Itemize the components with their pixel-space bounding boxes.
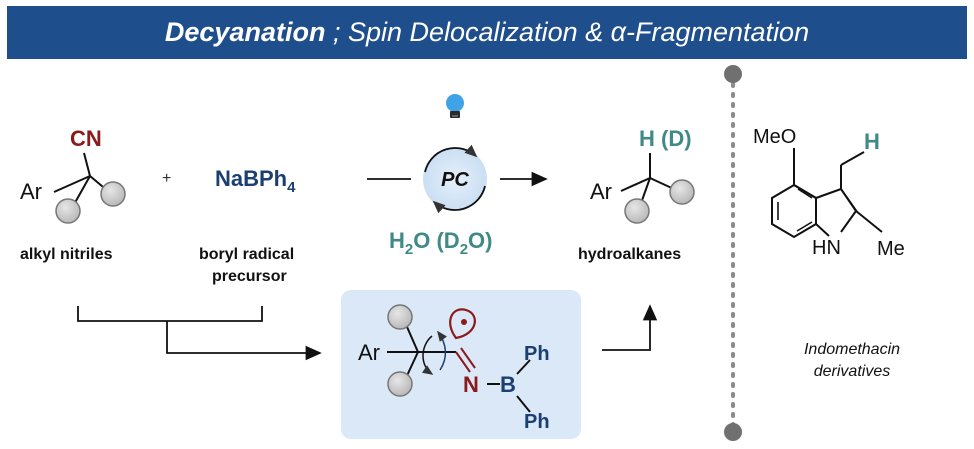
plus-sign: +	[162, 170, 171, 187]
label-alkyl-nitriles: alkyl nitriles	[20, 246, 113, 263]
phenyl-label-bottom: Ph	[524, 411, 550, 433]
solvent-d-subscript: 2	[460, 241, 468, 258]
label-hydroalkanes: hydroalkanes	[578, 246, 681, 263]
cn-group-label: CN	[70, 126, 102, 151]
hydroalkane-structure: H (D) Ar	[590, 126, 695, 224]
substituent-ball	[624, 198, 650, 224]
solvent-label: H2O (D2O)	[389, 228, 492, 258]
methyl-label: Me	[877, 238, 905, 260]
catalytic-cycle-arrow-upper	[424, 144, 478, 173]
label-precursor: precursor	[212, 268, 287, 285]
title-rest: ; Spin Delocalization & α-Fragmentation	[332, 17, 810, 47]
indomethacin-structure: MeO H HN Me	[753, 126, 905, 260]
boron-label: B	[500, 372, 516, 397]
bracket-to-intermediate-arrow	[166, 321, 322, 361]
intermediate-to-product-arrow	[602, 304, 658, 351]
imidoyl-radical-intermediate: Ar N B Ph Ph	[358, 304, 550, 433]
reagent-subscript: 4	[287, 179, 296, 196]
catalytic-cycle-arrow-lower	[432, 185, 486, 214]
phenyl-label-top: Ph	[524, 343, 550, 365]
solvent-o: O (D	[413, 228, 459, 253]
reactant-bracket	[77, 306, 263, 322]
divider-cap-bottom	[724, 423, 742, 441]
solvent-end: O)	[468, 228, 492, 253]
title-bold: Decyanation	[164, 17, 326, 47]
solvent-h-subscript: 2	[405, 241, 413, 258]
title-banner: Decyanation ; Spin Delocalization & α-Fr…	[7, 6, 967, 59]
radical-dot-icon	[461, 319, 467, 325]
substituent-ball	[387, 371, 413, 397]
solvent-h: H	[389, 228, 405, 253]
rotation-arrow-icon	[437, 330, 447, 371]
intermediate-ar-label: Ar	[358, 340, 380, 365]
alkyl-nitrile-structure: CN Ar	[20, 126, 126, 224]
methoxy-label: MeO	[753, 126, 796, 148]
label-boryl-radical: boryl radical	[199, 246, 294, 263]
reagent-nabph4: NaBPh4	[215, 166, 296, 196]
photocatalyst-circle	[423, 147, 487, 211]
label-indomethacin: Indomethacin	[804, 341, 900, 358]
nitrogen-label: N	[463, 372, 479, 397]
lightbulb-icon	[446, 94, 464, 118]
substituent-ball	[100, 181, 126, 207]
ar-label: Ar	[20, 179, 42, 204]
substituent-ball	[55, 198, 81, 224]
product-ar-label: Ar	[590, 179, 612, 204]
divider-cap-top	[724, 65, 742, 83]
label-derivatives: derivatives	[814, 363, 890, 380]
rotation-arrow-icon	[422, 335, 434, 375]
substituent-ball	[669, 179, 695, 205]
p-orbital-icon	[449, 308, 476, 340]
reagent-main-text: NaBPh	[215, 166, 287, 191]
pc-label: PC	[441, 169, 469, 191]
h-d-label: H (D)	[639, 126, 692, 151]
substituent-ball	[387, 304, 413, 330]
indomethacin-h-label: H	[864, 129, 880, 154]
nh-label: HN	[812, 237, 841, 259]
